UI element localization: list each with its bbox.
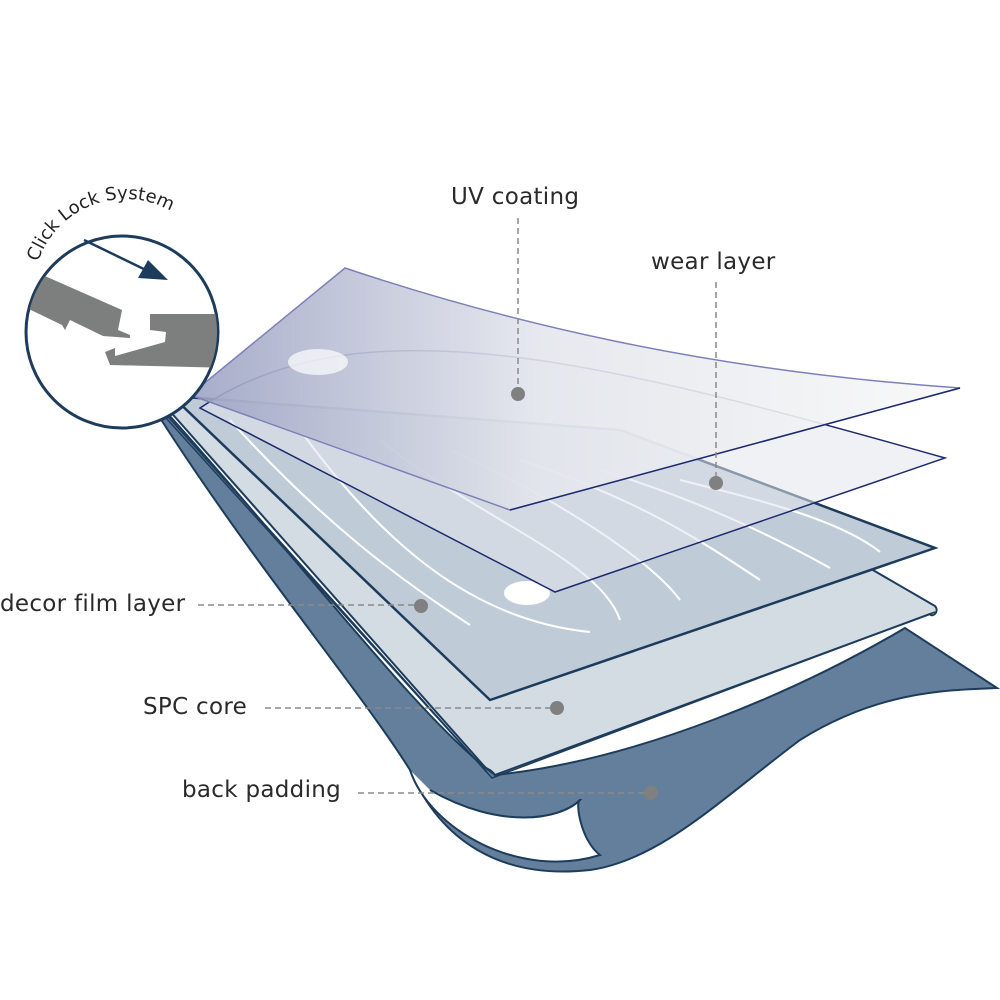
back-padding-label: back padding xyxy=(182,777,342,803)
spc-core-marker xyxy=(550,701,564,715)
back-padding-layer xyxy=(153,403,1000,873)
back-padding-marker xyxy=(644,786,658,800)
uv-coating-label: UV coating xyxy=(451,184,580,210)
spc-core-edge xyxy=(161,409,936,779)
decor-film-layer-label: decor film layer xyxy=(0,591,186,617)
markers xyxy=(414,387,723,800)
spc-core-label: SPC core xyxy=(143,694,248,720)
uv-coating-highlight xyxy=(288,349,348,375)
click-lock-arrow xyxy=(83,238,151,274)
arrow-head-icon xyxy=(138,260,168,280)
decor-film-marker xyxy=(414,599,428,613)
uv-coating-bottom-edge xyxy=(509,387,961,511)
uv-coating-marker xyxy=(511,387,525,401)
wear-layer-marker xyxy=(709,476,723,490)
uv-coating-layer xyxy=(188,267,961,511)
decor-film-highlight xyxy=(504,581,550,605)
wear-layer-label: wear layer xyxy=(651,249,776,275)
leader-lines xyxy=(198,218,717,794)
back-padding-fold xyxy=(409,769,603,863)
